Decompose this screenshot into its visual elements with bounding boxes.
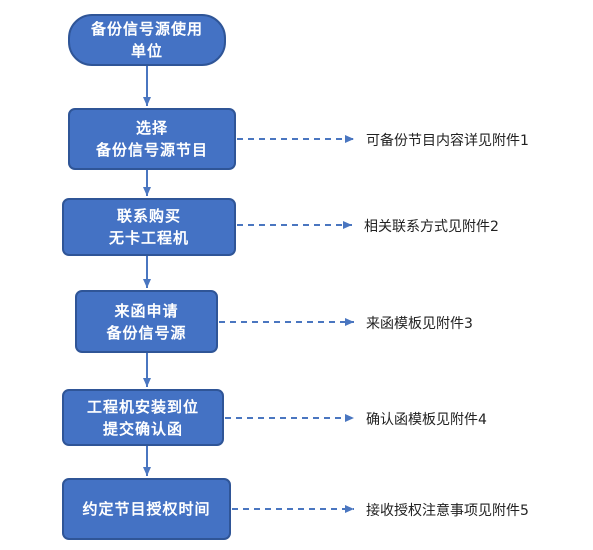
process-node-letter-apply: 来函申请 备份信号源 xyxy=(75,290,218,353)
node-3-line-2: 无卡工程机 xyxy=(108,229,189,247)
start-node-backup-user: 备份信号源使用 单位 xyxy=(68,14,226,66)
process-node-install-confirm: 工程机安装到位 提交确认函 xyxy=(62,389,224,446)
node-1-line-2: 单位 xyxy=(130,42,163,60)
node-5-line-2: 提交确认函 xyxy=(102,419,183,438)
node-4-line-2: 备份信号源 xyxy=(106,323,187,342)
node-4-line-1: 来函申请 xyxy=(114,301,179,320)
node-6-line-1: 约定节目授权时间 xyxy=(82,500,211,518)
node-5-line-1: 工程机安装到位 xyxy=(86,397,199,416)
node-2-line-1: 选择 xyxy=(135,119,168,137)
note-attachment-1: 可备份节目内容详见附件1 xyxy=(366,133,529,149)
process-node-buy-machine: 联系购买 无卡工程机 xyxy=(62,198,236,256)
process-node-select-program: 选择 备份信号源节目 xyxy=(68,108,236,170)
node-1-line-1: 备份信号源使用 xyxy=(90,20,203,38)
note-attachment-2: 相关联系方式见附件2 xyxy=(364,219,499,235)
process-node-schedule-authorization: 约定节目授权时间 xyxy=(62,478,231,540)
note-attachment-4: 确认函模板见附件4 xyxy=(366,412,487,428)
node-3-line-1: 联系购买 xyxy=(116,207,181,225)
note-attachment-5: 接收授权注意事项见附件5 xyxy=(366,503,529,519)
node-2-line-2: 备份信号源节目 xyxy=(95,141,208,159)
note-attachment-3: 来函模板见附件3 xyxy=(366,316,473,332)
